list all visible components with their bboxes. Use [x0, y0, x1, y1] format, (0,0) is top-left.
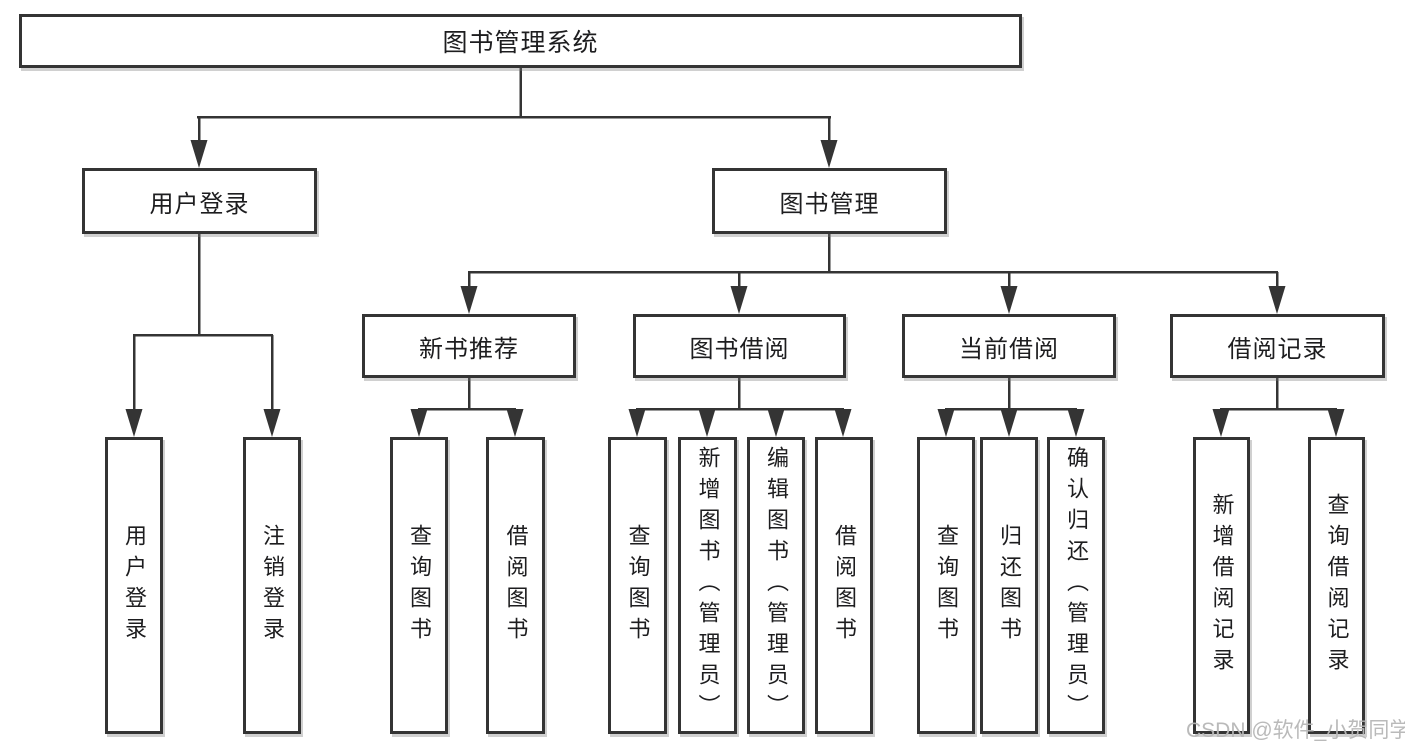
node-label: 图书管理系统 [442, 29, 599, 57]
node-label: 编辑图书（管理员） [764, 446, 789, 725]
node-label: 确认归还（管理员） [1064, 446, 1089, 725]
node-query-books-recommend: 查询图书 [390, 437, 448, 734]
node-label: 新增借阅记录 [1209, 492, 1235, 679]
node-add-borrow-record: 新增借阅记录 [1193, 437, 1250, 734]
node-label: 借阅记录 [1227, 335, 1328, 363]
node-return-books: 归还图书 [980, 437, 1038, 734]
node-user-login: 用户登录 [82, 168, 317, 234]
node-borrow-records: 借阅记录 [1170, 314, 1385, 378]
node-label: 注销登录 [260, 523, 285, 648]
node-label: 查询借阅记录 [1324, 492, 1350, 679]
node-label: 图书管理 [779, 190, 880, 218]
node-logout-action: 注销登录 [243, 437, 301, 734]
node-confirm-return-admin: 确认归还（管理员） [1047, 437, 1105, 734]
node-query-books-current: 查询图书 [917, 437, 975, 734]
node-label: 查询图书 [625, 523, 651, 648]
node-label: 当前借阅 [959, 335, 1059, 363]
node-edit-books-admin: 编辑图书（管理员） [747, 437, 805, 734]
node-user-login-action: 用户登录 [105, 437, 163, 734]
node-book-management: 图书管理 [712, 168, 947, 234]
node-library-system: 图书管理系统 [19, 14, 1022, 68]
node-book-borrowing: 图书借阅 [633, 314, 846, 378]
node-label: 归还图书 [997, 523, 1022, 648]
node-query-books-borrowing: 查询图书 [608, 437, 667, 734]
node-new-book-recommend: 新书推荐 [362, 314, 576, 378]
node-query-borrow-record: 查询借阅记录 [1308, 437, 1365, 734]
node-label: 查询图书 [407, 523, 432, 648]
node-label: 借阅图书 [503, 523, 529, 648]
node-current-borrowing: 当前借阅 [902, 314, 1116, 378]
node-label: 新书推荐 [419, 335, 519, 363]
node-add-books-admin: 新增图书（管理员） [678, 437, 737, 734]
node-label: 查询图书 [934, 523, 959, 648]
node-borrow-books-borrowing: 借阅图书 [815, 437, 873, 734]
node-label: 图书借阅 [689, 335, 790, 363]
node-label: 用户登录 [149, 190, 250, 218]
node-label: 用户登录 [122, 523, 147, 648]
node-label: 借阅图书 [832, 523, 857, 648]
watermark: CSDN @软件_小贺同学 [1186, 719, 1405, 742]
node-label: 新增图书（管理员） [695, 446, 721, 725]
node-borrow-books-recommend: 借阅图书 [486, 437, 545, 734]
